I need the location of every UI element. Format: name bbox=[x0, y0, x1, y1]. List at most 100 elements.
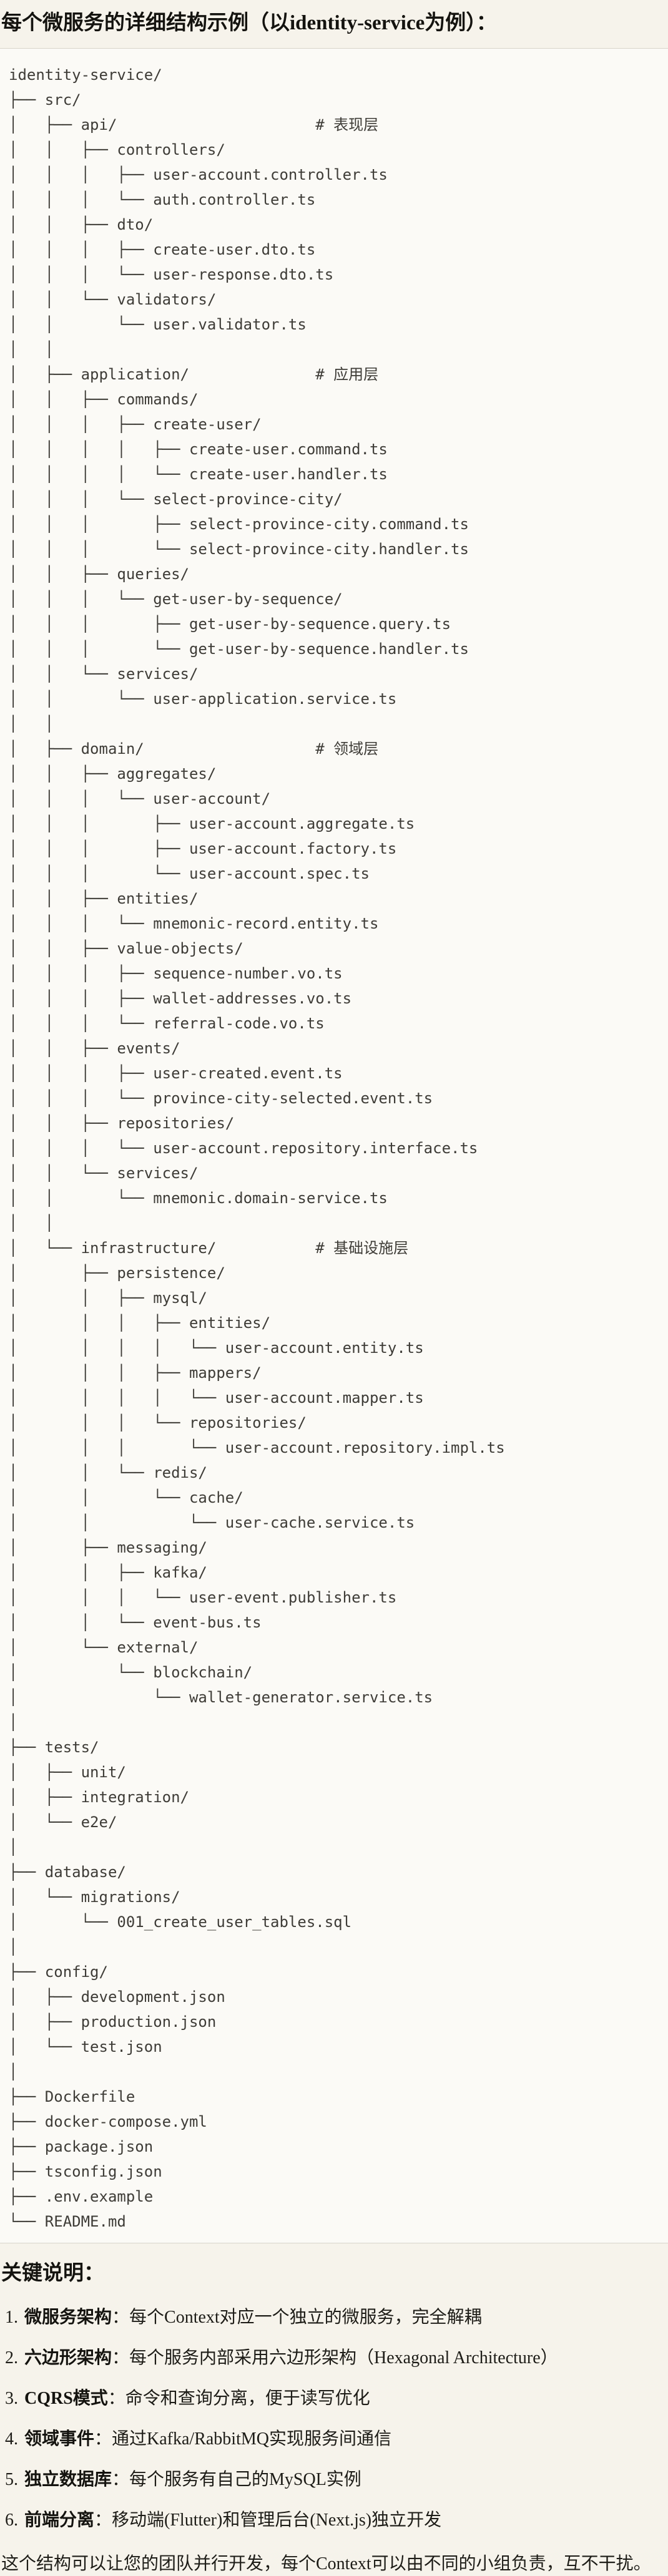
tree-line: │ │ │ └── user-account/ bbox=[9, 790, 271, 807]
tree-line: │ │ │ ├── create-user.dto.ts bbox=[9, 241, 316, 258]
tree-line: │ │ │ └── user-account.repository.interf… bbox=[9, 1139, 478, 1157]
tree-line: │ │ │ ├── get-user-by-sequence.query.ts bbox=[9, 615, 451, 633]
tree-line: │ │ └── user-application.service.ts bbox=[9, 690, 397, 708]
tree-line: │ │ ├── entities/ bbox=[9, 890, 199, 907]
tree-line: ├── tsconfig.json bbox=[9, 2163, 162, 2180]
tree-line: │ │ bbox=[9, 715, 54, 733]
tree-line: │ └── e2e/ bbox=[9, 1813, 117, 1831]
tree-line: │ │ │ ├── user-account.aggregate.ts bbox=[9, 815, 415, 832]
tree-line: │ ├── unit/ bbox=[9, 1764, 126, 1781]
tree-line: │ │ │ └── get-user-by-sequence/ bbox=[9, 590, 343, 608]
item-number: 3. bbox=[5, 2389, 18, 2408]
tree-line: │ │ │ ├── user-account.controller.ts bbox=[9, 166, 388, 183]
item-label: 微服务架构 bbox=[24, 2308, 112, 2327]
tree-line: │ ├── integration/ bbox=[9, 1788, 189, 1806]
item-number: 1. bbox=[5, 2308, 18, 2327]
tree-line: │ │ └── user.validator.ts bbox=[9, 316, 307, 333]
tree-line: │ │ │ └── select-province-city.handler.t… bbox=[9, 540, 469, 558]
tree-line: │ │ └── services/ bbox=[9, 665, 199, 683]
tree-line: │ │ ├── kafka/ bbox=[9, 1564, 207, 1581]
tree-line: │ │ │ ├── user-created.event.ts bbox=[9, 1065, 343, 1082]
tree-line: ├── .env.example bbox=[9, 2188, 154, 2205]
tree-line: │ │ └── redis/ bbox=[9, 1464, 207, 1481]
tree-line: │ bbox=[9, 2063, 18, 2081]
tree-line: │ │ │ └── auth.controller.ts bbox=[9, 191, 316, 208]
tree-line: │ │ │ ├── sequence-number.vo.ts bbox=[9, 965, 343, 982]
tree-line: │ │ │ │ └── user-account.entity.ts bbox=[9, 1339, 424, 1357]
tree-line: │ │ │ ├── create-user/ bbox=[9, 416, 262, 433]
tree-line: │ │ │ ├── user-account.factory.ts bbox=[9, 840, 397, 857]
tree-line: │ │ │ ├── select-province-city.command.t… bbox=[9, 515, 469, 533]
tree-line: │ │ │ └── referral-code.vo.ts bbox=[9, 1015, 325, 1032]
tree-line: │ │ ├── dto/ bbox=[9, 216, 154, 233]
tree-line: │ │ bbox=[9, 341, 54, 358]
list-item: 3. CQRS模式：命令和查询分离，便于读写优化 bbox=[1, 2387, 662, 2411]
tree-line: │ └── blockchain/ bbox=[9, 1664, 253, 1681]
item-text: ：每个服务内部采用六边形架构（Hexagonal Architecture） bbox=[112, 2348, 558, 2368]
item-text: ：命令和查询分离，便于读写优化 bbox=[107, 2389, 370, 2408]
tree-line: │ └── infrastructure/ # 基础设施层 bbox=[9, 1239, 409, 1257]
tree-line: │ │ │ └── get-user-by-sequence.handler.t… bbox=[9, 640, 469, 658]
list-item: 4. 领域事件：通过Kafka/RabbitMQ实现服务间通信 bbox=[1, 2427, 662, 2451]
tree-line: │ └── migrations/ bbox=[9, 1888, 180, 1906]
tree-line: │ │ └── cache/ bbox=[9, 1489, 243, 1506]
tree-line: │ │ ├── repositories/ bbox=[9, 1115, 235, 1132]
tree-line: │ │ └── event-bus.ts bbox=[9, 1614, 262, 1631]
item-text: ：通过Kafka/RabbitMQ实现服务间通信 bbox=[94, 2429, 391, 2449]
tree-line: ├── src/ bbox=[9, 91, 81, 109]
tree-line: │ │ │ └── province-city-selected.event.t… bbox=[9, 1090, 433, 1107]
tree-line: │ └── test.json bbox=[9, 2038, 162, 2056]
notes-heading: 关键说明： bbox=[1, 2262, 104, 2285]
tree-line: │ bbox=[9, 1938, 18, 1956]
tree-line: │ │ │ ├── entities/ bbox=[9, 1314, 271, 1332]
list-item: 6.前端分离：移动端(Flutter)和管理后台(Next.js)独立开发 bbox=[1, 2509, 662, 2532]
tree-line: │ │ │ │ └── user-account.mapper.ts bbox=[9, 1389, 424, 1407]
key-notes-section: 关键说明： 1.微服务架构：每个Context对应一个独立的微服务，完全解耦 2… bbox=[0, 2243, 668, 2576]
tree-line: ├── config/ bbox=[9, 1963, 108, 1981]
tree-line: │ │ └── user-cache.service.ts bbox=[9, 1514, 415, 1531]
tree-line: ├── database/ bbox=[9, 1863, 126, 1881]
item-label: 领域事件 bbox=[24, 2429, 95, 2449]
item-number: 5. bbox=[5, 2470, 18, 2489]
item-label: 六边形架构 bbox=[24, 2348, 112, 2368]
tree-line: │ bbox=[9, 1714, 18, 1731]
tree-line: │ ├── domain/ # 领域层 bbox=[9, 740, 379, 758]
list-item: 1.微服务架构：每个Context对应一个独立的微服务，完全解耦 bbox=[1, 2306, 662, 2330]
tree-line: │ │ │ ├── wallet-addresses.vo.ts bbox=[9, 990, 352, 1007]
tree-line: │ │ ├── commands/ bbox=[9, 391, 199, 408]
tree-line: ├── package.json bbox=[9, 2138, 154, 2155]
tree-line: │ │ │ └── user-account.repository.impl.t… bbox=[9, 1439, 505, 1456]
tree-line: │ │ └── validators/ bbox=[9, 291, 217, 308]
directory-tree-code-block: identity-service/ ├── src/ │ ├── api/ # … bbox=[0, 48, 668, 2243]
tree-line: │ │ ├── events/ bbox=[9, 1040, 180, 1057]
tree-line: │ │ │ │ └── create-user.handler.ts bbox=[9, 466, 388, 483]
item-text: ：每个服务有自己的MySQL实例 bbox=[112, 2470, 361, 2489]
item-label: CQRS模式 bbox=[24, 2389, 108, 2408]
tree-line: │ │ │ │ ├── create-user.command.ts bbox=[9, 441, 388, 458]
tree-line: │ │ bbox=[9, 1214, 54, 1232]
tree-line: │ │ └── mnemonic.domain-service.ts bbox=[9, 1189, 388, 1207]
tree-line: │ │ │ └── user-account.spec.ts bbox=[9, 865, 370, 882]
tree-line: │ │ │ └── user-response.dto.ts bbox=[9, 266, 334, 283]
tree-line: │ └── wallet-generator.service.ts bbox=[9, 1689, 433, 1706]
tree-line: │ ├── production.json bbox=[9, 2013, 217, 2031]
tree-line: │ ├── messaging/ bbox=[9, 1539, 207, 1556]
tree-line: identity-service/ bbox=[9, 66, 162, 84]
tree-line: │ │ │ └── mnemonic-record.entity.ts bbox=[9, 915, 379, 932]
tree-line: │ │ ├── controllers/ bbox=[9, 141, 225, 159]
tree-line: │ ├── application/ # 应用层 bbox=[9, 366, 379, 383]
item-number: 4. bbox=[5, 2429, 18, 2449]
page-title: 每个微服务的详细结构示例（以identity-service为例）： bbox=[1, 12, 497, 34]
tree-line: │ │ │ └── user-event.publisher.ts bbox=[9, 1589, 397, 1606]
item-text: ：移动端(Flutter)和管理后台(Next.js)独立开发 bbox=[94, 2510, 442, 2530]
tree-line: ├── Dockerfile bbox=[9, 2088, 135, 2105]
tree-line: │ │ ├── value-objects/ bbox=[9, 940, 243, 957]
tree-line: │ │ └── services/ bbox=[9, 1164, 199, 1182]
item-number: 6. bbox=[5, 2510, 18, 2530]
tree-line: └── README.md bbox=[9, 2213, 126, 2230]
tree-line: │ ├── persistence/ bbox=[9, 1264, 225, 1282]
tree-line: │ ├── development.json bbox=[9, 1988, 225, 2006]
item-number: 2. bbox=[5, 2348, 18, 2368]
tree-line: │ └── external/ bbox=[9, 1639, 199, 1656]
